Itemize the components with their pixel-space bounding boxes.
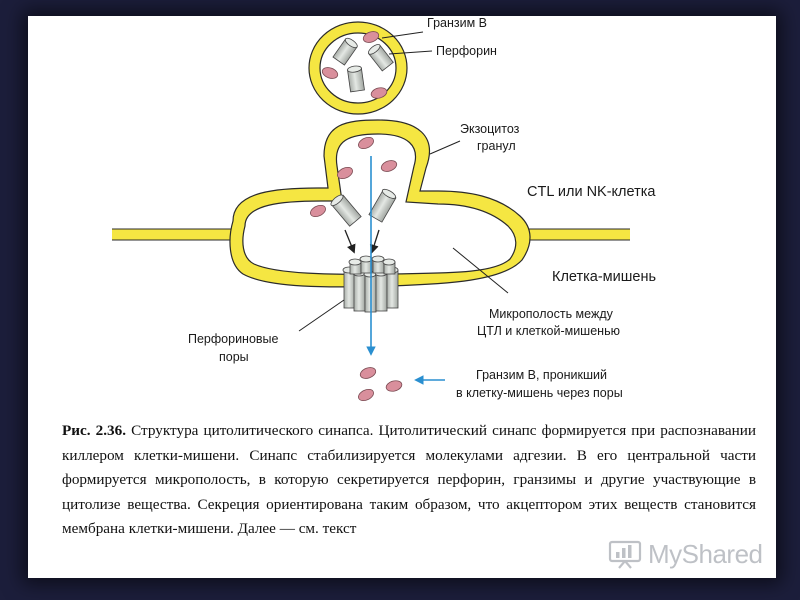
secreted-contents xyxy=(310,136,398,254)
label-microcavity-line2: ЦТЛ и клеткой-мишенью xyxy=(477,324,620,338)
label-entered-line2: в клетку-мишень через поры xyxy=(456,386,623,400)
perforin-cylinder xyxy=(368,188,397,223)
granzyme-particle xyxy=(370,87,388,99)
caption-text: Структура цитолитического синапса. Цитол… xyxy=(62,422,756,537)
label-perforin: Перфорин xyxy=(436,44,497,58)
insertion-arrow-left xyxy=(344,229,356,254)
perforin-cylinder xyxy=(347,65,365,93)
granzyme-particle xyxy=(358,388,374,402)
watermark-text: MyShared xyxy=(648,538,763,569)
watermark: MyShared xyxy=(608,537,763,571)
label-target-cell: Клетка-мишень xyxy=(552,269,656,285)
figure-caption: Рис. 2.36. Структура цитолитического син… xyxy=(62,419,756,542)
label-microcavity-line1: Микрополость между xyxy=(489,307,614,321)
entered-granzyme xyxy=(358,367,403,402)
insertion-arrow-right xyxy=(369,229,380,254)
granzyme-particle xyxy=(321,67,339,79)
perforin-pore xyxy=(342,255,399,313)
label-pores-line2: поры xyxy=(219,350,249,364)
presentation-board-icon xyxy=(608,540,642,569)
granzyme-particle xyxy=(380,160,398,172)
perforin-cylinder xyxy=(330,194,362,227)
granzyme-particle xyxy=(362,31,380,43)
label-effector-cell: CTL или NK-клетка xyxy=(527,184,656,200)
perforin-cylinder xyxy=(332,37,358,66)
perforin-cylinder xyxy=(368,44,394,72)
granzyme-particle xyxy=(385,380,403,392)
cytolytic-synapse-diagram: Гранзим В Перфорин Экзоцитоз гранул CTL … xyxy=(112,16,656,402)
label-exocytosis-line1: Экзоцитоз xyxy=(460,122,520,136)
granzyme-particle xyxy=(337,166,353,180)
caption-figure-number: Рис. 2.36. xyxy=(62,422,127,439)
leader-lines xyxy=(298,31,509,332)
label-pores-line1: Перфориновые xyxy=(188,332,279,346)
granzyme-particle xyxy=(359,367,377,379)
granzyme-particle xyxy=(310,204,326,218)
cytotoxic-granule xyxy=(308,21,408,115)
label-exocytosis-line2: гранул xyxy=(477,139,516,153)
label-entered-line1: Гранзим В, проникший xyxy=(476,368,607,382)
label-granzyme: Гранзим В xyxy=(427,16,487,30)
granzyme-particle xyxy=(358,136,374,150)
slide: Гранзим В Перфорин Экзоцитоз гранул CTL … xyxy=(28,16,776,578)
